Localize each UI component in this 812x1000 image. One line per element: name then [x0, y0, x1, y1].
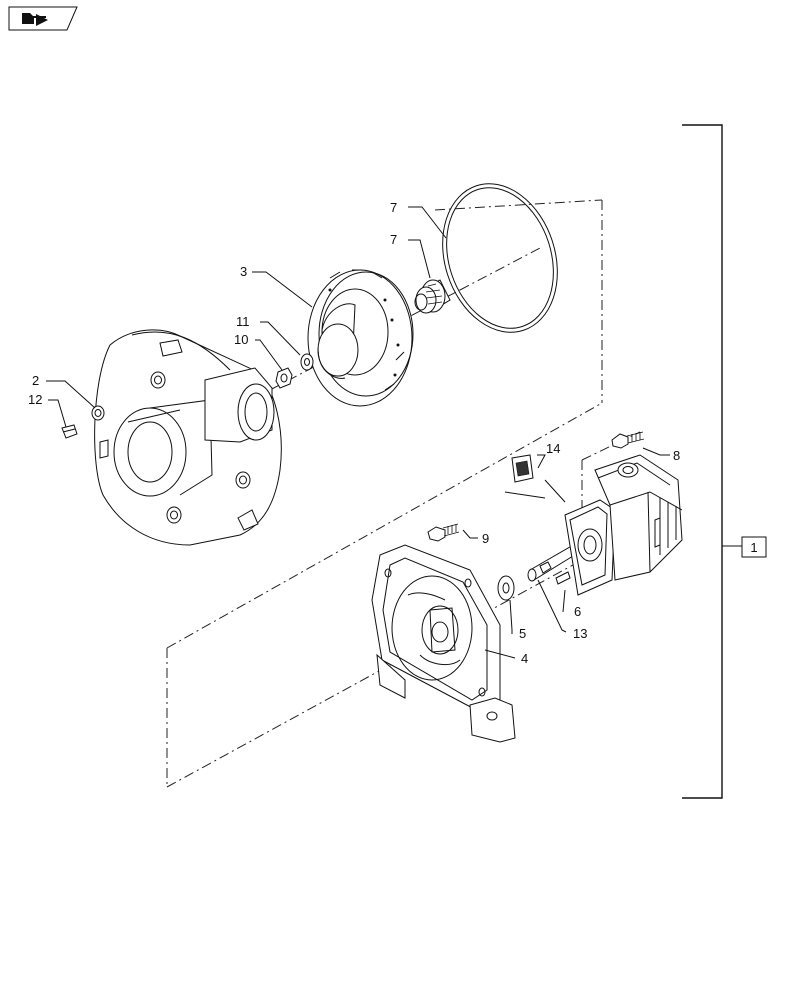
callout-9[interactable]: 9 — [482, 531, 489, 546]
assembly-number-box: 1 — [741, 536, 767, 558]
callout-5[interactable]: 5 — [519, 626, 526, 641]
assembly-number-label: 1 — [750, 540, 757, 555]
back-arrow-book-icon — [22, 13, 48, 26]
callout-4[interactable]: 4 — [521, 651, 528, 666]
nav-icon-frame — [8, 6, 78, 31]
shaft-key — [555, 571, 571, 585]
drive-motor — [564, 454, 683, 596]
callout-14[interactable]: 14 — [546, 441, 560, 456]
callout-3[interactable]: 3 — [240, 264, 247, 279]
callout-13[interactable]: 13 — [573, 626, 587, 641]
callout-12[interactable]: 12 — [28, 392, 42, 407]
pump-back-plate — [371, 544, 516, 743]
motor-bolt — [611, 431, 645, 449]
pump-casing — [91, 329, 282, 546]
callout-2[interactable]: 2 — [32, 373, 39, 388]
callout-11[interactable]: 11 — [236, 314, 250, 329]
casing-bolt — [61, 424, 78, 439]
callout-7-oring[interactable]: 7 — [390, 200, 397, 215]
impeller-washer — [300, 353, 314, 371]
slinger-washer — [497, 575, 515, 601]
callout-7-seal[interactable]: 7 — [390, 232, 397, 247]
assembly-bracket — [682, 124, 742, 799]
callout-6[interactable]: 6 — [574, 604, 581, 619]
callout-10[interactable]: 10 — [234, 332, 248, 347]
back-plate-bolt — [427, 523, 460, 542]
warning-decal — [504, 454, 546, 499]
impeller — [307, 269, 414, 407]
leader-lines — [46, 206, 670, 659]
impeller-nut — [275, 367, 293, 389]
back-navigation-button[interactable] — [8, 6, 78, 31]
callout-8[interactable]: 8 — [673, 448, 680, 463]
mechanical-seal — [414, 279, 451, 314]
o-ring-gasket — [442, 183, 558, 333]
